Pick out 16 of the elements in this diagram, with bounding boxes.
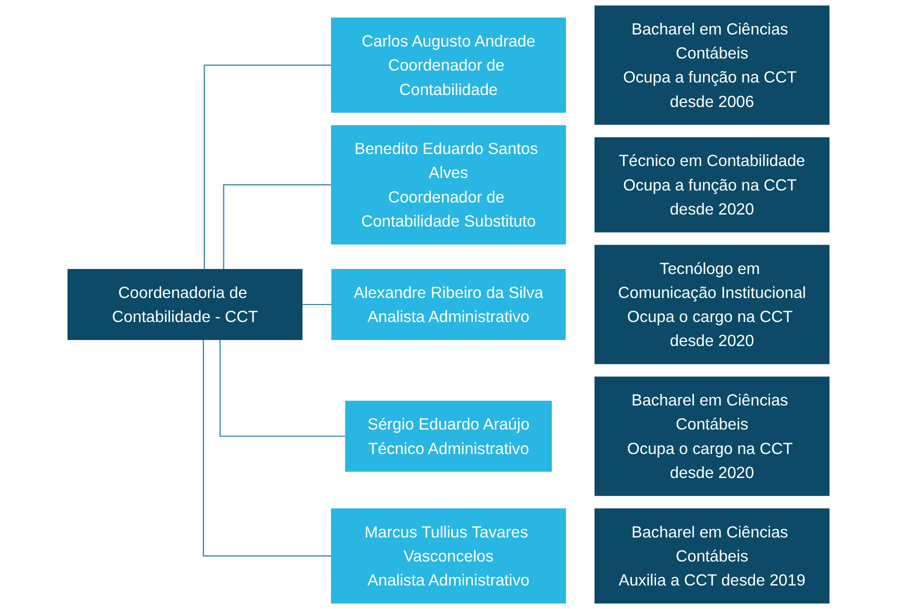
connector (220, 340, 346, 437)
node-box (68, 269, 302, 340)
node-box (331, 18, 566, 113)
connector (223, 184, 332, 270)
node-box (331, 269, 566, 340)
node-box (345, 400, 552, 472)
node-box (331, 508, 566, 604)
node-box (594, 244, 830, 364)
connector (202, 340, 332, 556)
connector (302, 304, 332, 306)
node-box (331, 125, 566, 244)
node-box (594, 508, 830, 604)
node-box (594, 376, 830, 496)
connector (204, 64, 332, 270)
node-box (594, 6, 830, 125)
node-box (594, 137, 830, 232)
